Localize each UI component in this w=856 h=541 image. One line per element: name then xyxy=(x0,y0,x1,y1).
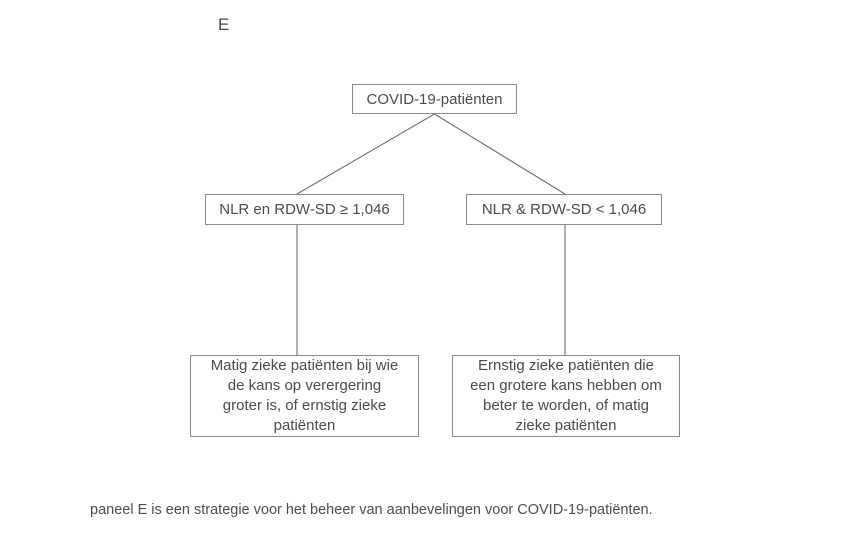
figure-caption: paneel E is een strategie voor het behee… xyxy=(90,502,653,518)
node-left-outcome-label: Matig zieke patiënten bij wie de kans op… xyxy=(210,357,399,434)
node-left-criterion-label: NLR en RDW-SD ≥ 1,046 xyxy=(219,201,390,218)
edge-root-to-left-criterion xyxy=(296,113,435,195)
node-right-criterion: NLR & RDW-SD < 1,046 xyxy=(466,194,662,225)
node-left-criterion: NLR en RDW-SD ≥ 1,046 xyxy=(205,194,404,225)
node-right-outcome-label: Ernstig zieke patiënten die een grotere … xyxy=(470,357,662,434)
node-right-criterion-label: NLR & RDW-SD < 1,046 xyxy=(481,201,647,218)
node-root-label: COVID-19-patiënten xyxy=(366,90,503,108)
edge-root-to-right-criterion xyxy=(434,113,566,195)
node-left-outcome: Matig zieke patiënten bij wie de kans op… xyxy=(190,355,419,437)
panel-letter: E xyxy=(218,15,230,34)
node-right-outcome: Ernstig zieke patiënten die een grotere … xyxy=(452,355,680,437)
node-root-covid-patients: COVID-19-patiënten xyxy=(352,84,517,114)
